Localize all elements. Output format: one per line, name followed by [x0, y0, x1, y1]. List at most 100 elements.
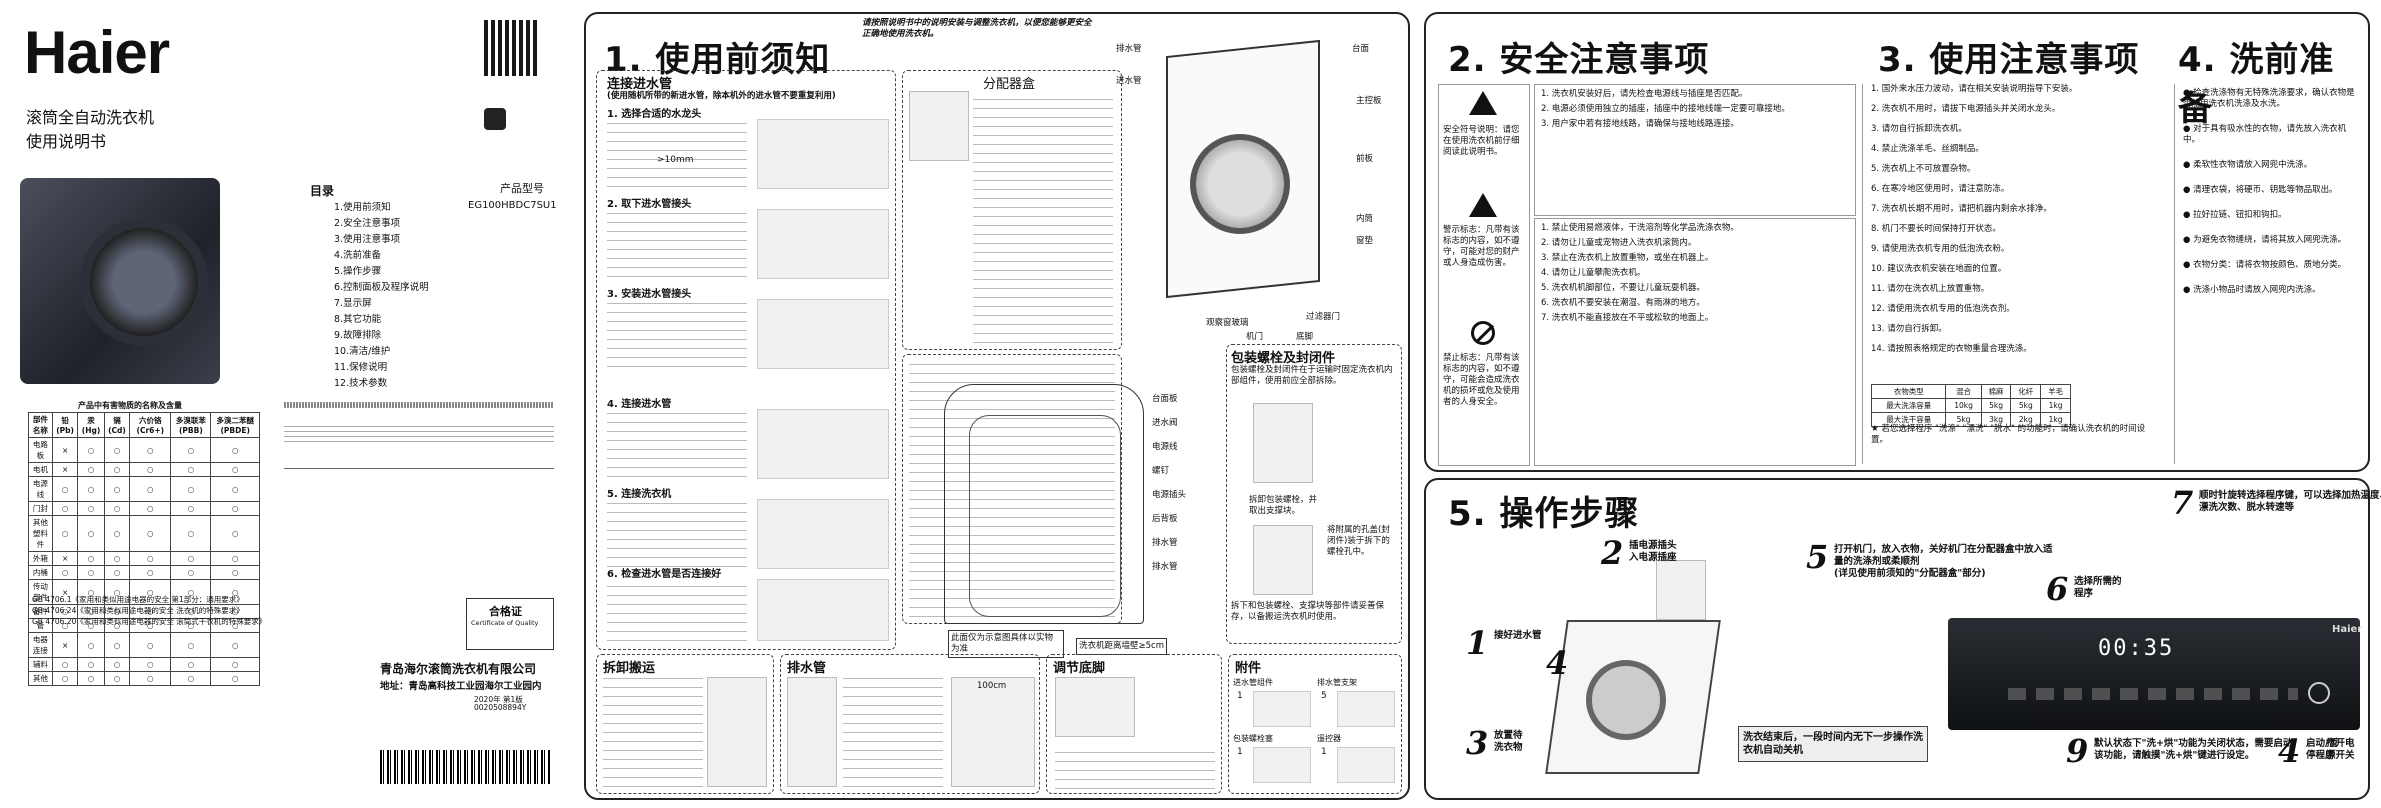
bolt-image-2	[1253, 525, 1313, 595]
table-cell: ○	[170, 437, 212, 463]
load-cell: 5kg	[1945, 412, 1982, 427]
table-row: 外箱×○○○○○	[28, 551, 260, 566]
toc-item: 2.安全注意事项	[334, 218, 401, 229]
table-cell: ○	[129, 632, 172, 658]
usage-footnote: ★ 若您选择程序 "洗涤" "漂洗" "脱水" 的功能时，请确认洗衣机的时间设置…	[1871, 424, 2146, 445]
distance-label: >10mm	[657, 155, 694, 165]
washer-porthole	[1586, 660, 1666, 740]
panel-safety: 2. 安全注意事项 3. 使用注意事项 4. 洗前准备 安全符号说明：请您在使用…	[1424, 12, 2370, 472]
detergent-notes-text	[909, 361, 1115, 617]
prohibit-item: 3. 禁止在洗衣机上放置重物，或坐在机器上。	[1541, 253, 1714, 263]
table-cell: ○	[210, 515, 260, 552]
step-number: 9	[2066, 732, 2089, 770]
prohibit-item: 7. 洗衣机不能直接放在不平或松软的地面上。	[1541, 313, 1714, 323]
toc-item: 10.清洁/维护	[334, 346, 391, 357]
load-cell: 羊毛	[2040, 384, 2071, 399]
prohibit-item: 1. 禁止使用易燃液体，干洗溶剂等化学品洗涤衣物。	[1541, 223, 1739, 233]
section-title-safety: 2. 安全注意事项	[1448, 40, 1710, 80]
prohibit-items: 1. 禁止使用易燃液体，干洗溶剂等化学品洗涤衣物。 2. 请勿让儿童或宠物进入洗衣…	[1534, 218, 1856, 466]
toc-item: 12.技术参数	[334, 378, 388, 389]
usage-item: 9. 请使用洗衣机专用的低泡洗衣粉。	[1871, 244, 2010, 254]
detergent-text	[973, 93, 1113, 343]
prep-item: ● 洗涤小物品时请放入网兜内洗涤。	[2183, 285, 2321, 295]
detergent-box: 分配器盒	[902, 70, 1122, 350]
table-cell: ○	[77, 579, 105, 605]
prohibit-item: 2. 请勿让儿童或宠物进入洗衣机滚筒内。	[1541, 238, 1697, 248]
bolt-step-1: 拆卸包装螺栓，并取出支撑块。	[1249, 495, 1318, 516]
table-cell: ×	[51, 551, 79, 566]
back-label: 螺钉	[1152, 466, 1170, 476]
hazard-table-title: 产品中有害物质的名称及含量	[78, 401, 182, 410]
inlet-step-text	[607, 501, 747, 567]
table-cell: ○	[51, 657, 79, 672]
prep-item: ● 柔软性衣物请放入网兜中洗涤。	[2183, 160, 2313, 170]
power-button[interactable]	[2308, 682, 2330, 704]
table-cell: ○	[210, 657, 260, 672]
inlet-step-text	[607, 411, 747, 477]
step-number: 5	[1806, 538, 1829, 576]
front-label: 前板	[1356, 154, 1374, 164]
toc-item: 11.保修说明	[334, 362, 388, 373]
table-header: 镉(Cd)	[103, 412, 131, 438]
table-row: 电路板×○○○○○	[28, 437, 260, 463]
model-number: EG100HBDC7SU1	[468, 200, 557, 211]
part-image	[1253, 691, 1311, 727]
panel-before-use: 1. 使用前须知 请按照说明书中的说明安装与调整洗衣机，以便您能够更安全正确地使…	[584, 12, 1410, 800]
front-label: 台面	[1352, 44, 1370, 54]
table-cell: ○	[103, 551, 131, 566]
part-name: 排水管支架	[1317, 678, 1357, 687]
cover-page: Haier 滚筒全自动洗衣机 使用说明书 目录 产品型号 EG100HBDC7S…	[0, 0, 565, 808]
table-row: 其他塑料件○○○○○○	[28, 515, 260, 552]
app-badge	[484, 108, 506, 130]
model-label: 产品型号	[500, 182, 544, 195]
standards-list: GB 4706.1《家用和类似用途电器的安全 第1部分：通用要求》GB 4706…	[32, 594, 272, 627]
barcode	[380, 750, 550, 784]
front-labels: 台面主控板前板内筒窗垫进水管排水管过滤器门观察窗玻璃底脚机门	[1116, 34, 1396, 342]
panel-brand: Haier	[2332, 624, 2363, 635]
usage-item: 6. 在寒冷地区使用时，请注意防冻。	[1871, 184, 2010, 194]
inlet-step-title: 5. 连接洗衣机	[607, 489, 672, 500]
front-label: 机门	[1246, 332, 1264, 342]
safety-legend: 安全符号说明：请您在使用洗衣机前仔细阅读此说明书。 警示标志：凡带有该标志的内容…	[1438, 84, 1530, 466]
warning-legend-text: 警示标志：凡带有该标志的内容，如不遵守，可能对您的财产或人身造成伤害。	[1443, 225, 1520, 268]
prohibit-item: 5. 洗衣机机脚部位，不要让儿童玩耍机器。	[1541, 283, 1705, 293]
right-fineprint	[284, 402, 554, 469]
table-cell: ○	[210, 632, 260, 658]
warning-item: 1. 洗衣机安装好后，请先检查电源线与插座是否匹配。	[1541, 89, 1748, 99]
usage-item: 13. 请勿自行拆卸。	[1871, 324, 1947, 334]
toc-item: 3.使用注意事项	[334, 234, 401, 245]
table-cell: ○	[129, 551, 172, 566]
table-cell: 电机	[28, 462, 53, 477]
standard-item: GB 4706.20《家用和类似用途电器的安全 滚筒式干衣机的特殊要求》	[32, 617, 267, 626]
table-cell: ○	[103, 632, 131, 658]
table-header: 多溴二苯醚(PBDE)	[210, 412, 260, 438]
table-cell: 其他	[28, 671, 53, 686]
front-label: 窗垫	[1356, 236, 1374, 246]
table-cell: ○	[77, 632, 105, 658]
usage-item: 5. 洗衣机上不可放置杂物。	[1871, 164, 1976, 174]
transport-image	[707, 677, 767, 787]
back-label: 排水管	[1152, 562, 1178, 572]
control-panel: Haier 00:35	[1948, 618, 2363, 730]
bolt-note: 拆下和包装螺栓、支撑块等部件请妥善保存，以备搬运洗衣机时使用。	[1231, 601, 1385, 622]
transport-text	[603, 677, 703, 787]
part-name: 包装螺栓塞	[1233, 734, 1273, 743]
usage-item: 8. 机门不要长时间保持打开状态。	[1871, 224, 2001, 234]
table-cell: 电路板	[28, 437, 53, 463]
bolt-image-1	[1253, 403, 1313, 483]
drain-text	[843, 677, 943, 787]
cover-title-2: 使用说明书	[26, 132, 107, 151]
fineprint-line-2	[284, 422, 554, 442]
step-number: 6	[2046, 570, 2069, 608]
table-cell: ○	[103, 657, 131, 672]
table-cell: ○	[77, 437, 105, 463]
table-cell: 传动部件	[28, 579, 53, 605]
table-cell: ○	[210, 462, 260, 477]
table-cell: ○	[129, 565, 172, 580]
usage-column: 1. 国外来水压力波动，请在相关安装说明指导下安装。2. 洗衣机不用时，请拔下电…	[1862, 84, 2163, 464]
table-cell: ○	[51, 565, 79, 580]
inlet-step-image	[757, 209, 889, 279]
front-label: 进水管	[1116, 76, 1142, 86]
